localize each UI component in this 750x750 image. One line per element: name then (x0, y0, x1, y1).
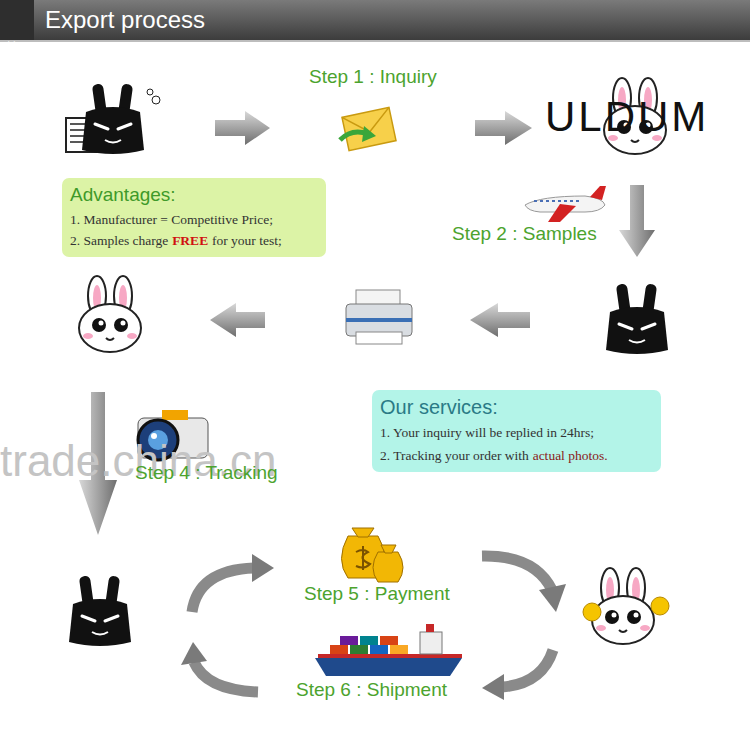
ship-icon (420, 632, 442, 654)
airplane-icon (590, 186, 606, 200)
step-text: Step 2 : Samples (452, 223, 597, 245)
header-bar (0, 40, 750, 42)
box-text: actual photos. (533, 448, 608, 463)
flow-arrow (619, 185, 655, 257)
buyer-figure (66, 83, 160, 154)
mail-icon (342, 107, 396, 150)
info-box: Advantages: 1. Manufacturer = Competitive… (62, 178, 326, 257)
cycle-arrowhead (181, 642, 207, 665)
box-text: 1. Manufacturer = Competitive Price; (70, 212, 273, 227)
text-line: 2. Tracking your order with actual photos… (380, 446, 651, 464)
money-bags-icon (352, 528, 374, 537)
mail-icon (362, 126, 376, 142)
ship-icon (350, 645, 368, 654)
cycle-arrowhead (252, 554, 274, 582)
flow-arrow (215, 111, 270, 145)
step-text: Step 1 : Inquiry (309, 66, 437, 88)
box-text: 1. Your inquiry will be replied in 24hrs… (380, 425, 594, 440)
seller-rabbit (651, 597, 669, 615)
info-box: Our services: 1. Your inquiry will be rep… (372, 390, 661, 472)
box-text: 2. Samples charge (70, 233, 168, 248)
camera-icon (162, 410, 188, 420)
cycle-arrow (502, 650, 553, 687)
header-icon: » (6, 33, 750, 59)
text-line: 2. Samples charge FREE for your test; (70, 231, 316, 249)
buyer-figure (606, 283, 668, 354)
ship-icon (360, 636, 378, 645)
step-label: Step 5 : Payment (304, 583, 450, 605)
money-bags-icon (373, 552, 403, 582)
ship-icon (330, 645, 348, 654)
box-heading: Our services: (380, 396, 498, 418)
seller-rabbit (592, 568, 654, 644)
text-line: Advantages: (70, 184, 316, 206)
step-text: Step 4 : Tracking (135, 462, 278, 484)
ship-icon (315, 658, 462, 676)
page-title: Export process (45, 6, 750, 34)
printer-icon (346, 304, 412, 336)
text-line: 1. Your inquiry will be replied in 24hrs… (380, 423, 651, 441)
airplane-icon (548, 204, 576, 222)
money-bags-icon (381, 545, 396, 553)
flow-arrow (470, 303, 530, 337)
box-text: FREE (172, 233, 208, 248)
printer-icon (346, 290, 412, 344)
ship-icon (426, 624, 434, 632)
step-label: Step 6 : Shipment (296, 679, 447, 701)
cycle-arrowhead (539, 584, 566, 612)
cycle-arrow (482, 556, 552, 590)
text-line: Our services: (380, 396, 651, 419)
ship-icon (318, 654, 462, 658)
cycle-arrowhead (482, 674, 504, 700)
ship-icon (315, 624, 462, 676)
mail-icon (340, 107, 396, 150)
step-label: Step 4 : Tracking (135, 462, 278, 484)
cycle-arrowhead (181, 554, 566, 700)
step-text: Step 5 : Payment (304, 583, 450, 605)
ship-icon (380, 636, 398, 645)
box-text: for your test; (212, 233, 282, 248)
buyer-figure (152, 96, 160, 104)
step-label: Step 2 : Samples (452, 223, 597, 245)
airplane-icon (525, 186, 606, 222)
cycle-arrow (194, 662, 258, 692)
buyer-figure (82, 83, 144, 154)
flow-arrow (210, 303, 265, 337)
text-line: 1. Manufacturer = Competitive Price; (70, 210, 316, 228)
step-label: Step 1 : Inquiry (309, 66, 437, 88)
buyer-figure (69, 575, 131, 646)
money-bags-icon (342, 528, 404, 582)
seller-rabbit (583, 603, 601, 621)
seller-rabbit (79, 276, 141, 352)
airplane-icon (534, 200, 580, 202)
ship-icon (390, 645, 408, 654)
box-text: 2. Tracking your order with (380, 448, 529, 463)
step-text: Step 6 : Shipment (296, 679, 447, 701)
ship-icon (370, 645, 388, 654)
printer-icon (356, 332, 402, 344)
ship-icon (340, 636, 358, 645)
money-bags-icon (356, 546, 370, 570)
cycle-arrow (192, 556, 553, 692)
brand-logo: ULDUM (545, 94, 750, 140)
printer-icon (346, 318, 412, 322)
flow-arrow (475, 111, 532, 145)
cycle-arrow (192, 568, 254, 612)
buyer-figure (147, 89, 153, 95)
box-heading: Advantages: (70, 184, 176, 205)
seller-rabbit (583, 568, 669, 644)
